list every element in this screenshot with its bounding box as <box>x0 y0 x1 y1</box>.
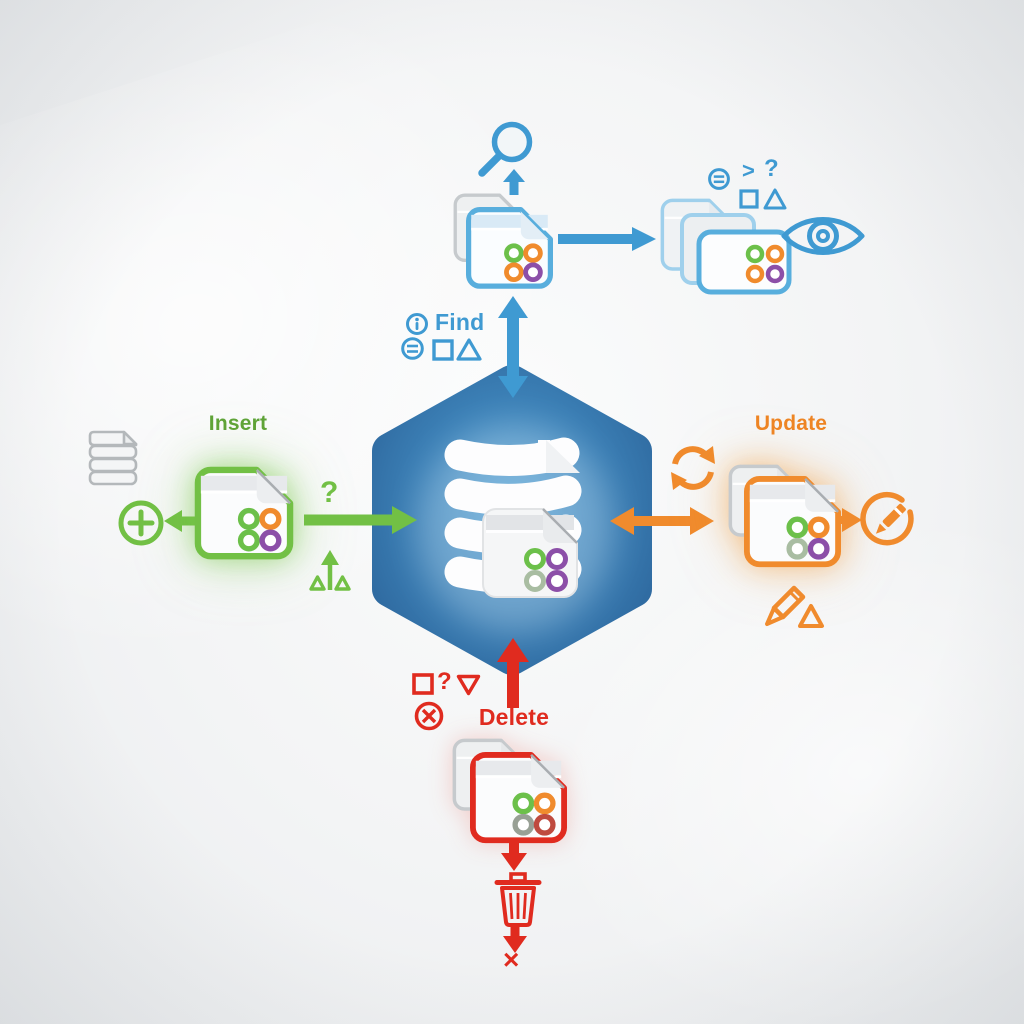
plus-circle-icon <box>118 500 164 546</box>
document-front <box>744 476 842 568</box>
find-double-arrow <box>498 296 528 398</box>
eye-icon <box>781 217 865 255</box>
equals-circle-icon <box>401 337 424 360</box>
cross-circle-icon <box>414 701 444 731</box>
pencil-circle-icon <box>860 491 914 546</box>
insert-right-arrow <box>304 506 417 534</box>
equals-circle-icon <box>708 168 730 190</box>
square-icon <box>739 189 759 209</box>
update-documents <box>728 464 842 568</box>
document-stack-icon <box>88 430 138 486</box>
triangle-icon <box>763 188 787 210</box>
square-icon <box>432 339 454 361</box>
delete-down-arrow <box>501 843 527 871</box>
find-result-documents <box>660 198 792 295</box>
find-label: Find <box>435 309 485 335</box>
magnifier-icon <box>478 121 533 177</box>
triangle-down-icon <box>456 674 481 696</box>
insert-label: Insert <box>208 412 268 435</box>
delete-label: Delete <box>478 704 550 730</box>
document-front <box>470 752 568 844</box>
update-label: Update <box>754 412 828 435</box>
document-front <box>466 207 554 289</box>
document-front <box>696 229 792 295</box>
find-documents <box>453 193 554 289</box>
delete-documents <box>452 738 568 844</box>
update-out-arrow <box>836 508 862 532</box>
sort-up-icon <box>309 550 351 591</box>
delete-question-mark: ? <box>437 668 452 695</box>
info-circle-icon <box>406 313 428 335</box>
find-result-symbols: > ? <box>702 156 798 214</box>
refresh-icon <box>671 446 715 490</box>
find-up-arrow <box>503 169 525 195</box>
delete-x-mark: × <box>503 944 520 975</box>
pencil-icon <box>765 585 824 628</box>
update-double-arrow <box>610 507 714 535</box>
final-down-arrow <box>503 927 527 953</box>
triangle-icon <box>456 338 482 361</box>
record-document-icon <box>482 508 578 598</box>
insert-question-mark: ? <box>320 476 339 509</box>
square-icon <box>412 673 434 695</box>
delete-up-arrow <box>497 638 529 708</box>
find-result-arrow <box>558 227 656 251</box>
find-label-group: Find <box>398 306 508 366</box>
question-mark: ? <box>764 155 779 182</box>
trash-icon <box>494 872 542 927</box>
greater-than-mark: > <box>742 158 755 183</box>
insert-document <box>194 466 294 560</box>
